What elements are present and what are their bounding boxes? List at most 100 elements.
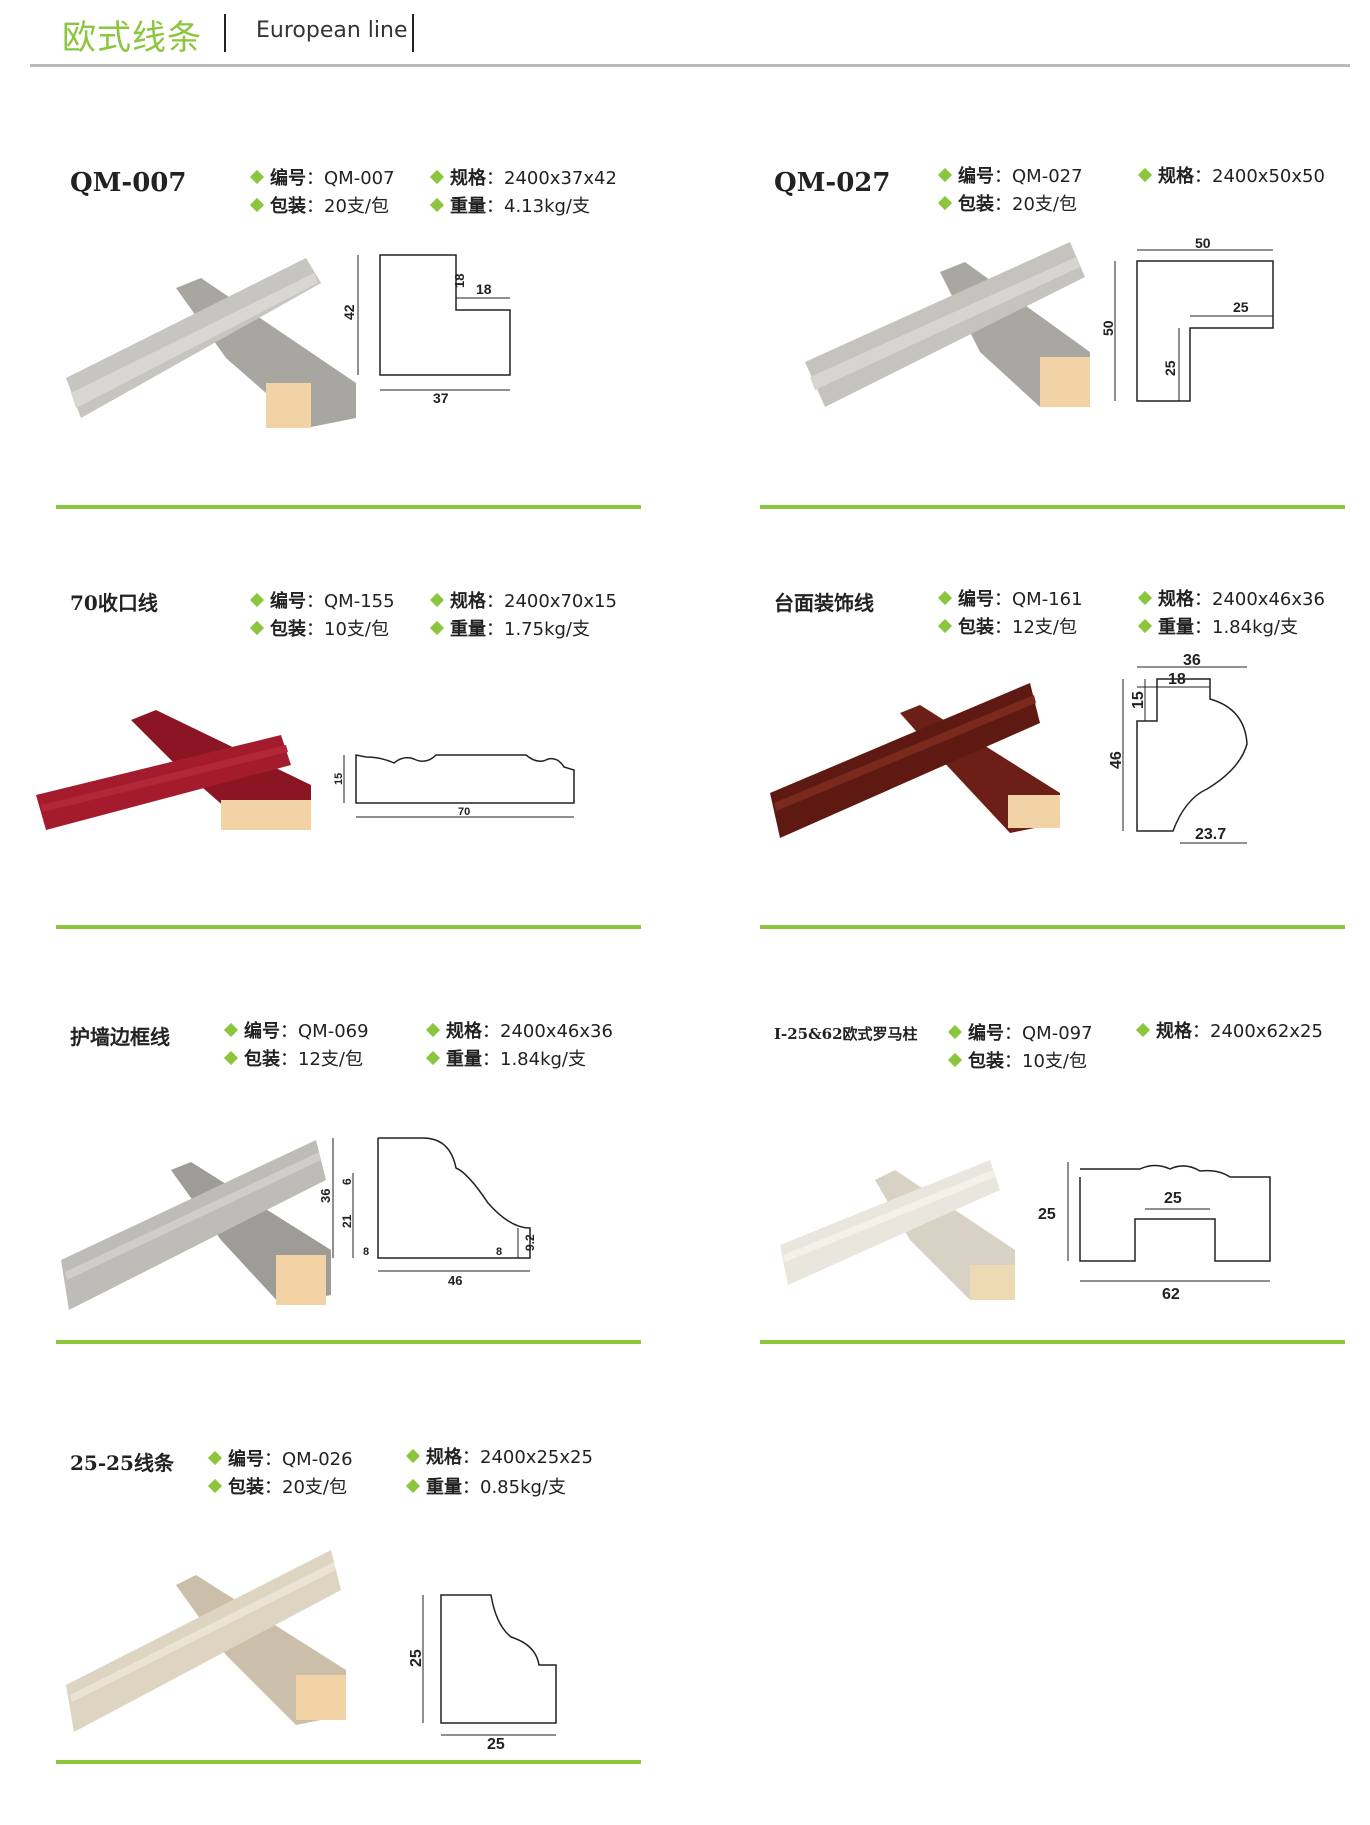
product-photo — [36, 710, 311, 830]
spec-value: 1.84kg/支 — [1212, 617, 1298, 638]
spec-value: 2400x50x50 — [1212, 166, 1325, 187]
spec-value: 10支/包 — [324, 619, 389, 640]
dimension-label: 25 — [487, 1736, 505, 1753]
product-card: QM-027 编号：QM-027 包装：20支/包 规格：2400x50x50 … — [760, 150, 1345, 550]
diamond-bullet-icon — [249, 169, 265, 185]
dimension-label: 70 — [458, 806, 470, 818]
diamond-bullet-icon — [937, 195, 953, 211]
dimension-label: 46 — [1108, 751, 1125, 769]
green-divider — [760, 1340, 1345, 1344]
spec-code: 编号：QM-026 — [207, 1445, 353, 1471]
dimension-label: 25 — [1164, 1190, 1182, 1207]
diamond-bullet-icon — [249, 620, 265, 636]
dimension-label: 9.2 — [523, 1234, 537, 1251]
spec-value: 20支/包 — [1012, 194, 1077, 215]
diamond-bullet-icon — [937, 167, 953, 183]
green-divider — [760, 505, 1345, 509]
dimension-label: 25 — [1233, 299, 1249, 315]
page-header: 欧式线条 European line — [0, 0, 1370, 75]
dimension-label: 8 — [363, 1246, 369, 1258]
diamond-bullet-icon — [249, 592, 265, 608]
diamond-bullet-icon — [937, 618, 953, 634]
green-divider — [760, 925, 1345, 929]
spec-pack: 包装：20支/包 — [937, 190, 1077, 216]
dimension-label: 23.7 — [1195, 826, 1226, 843]
product-photo — [61, 1140, 331, 1310]
spec-weight: 重量：1.84kg/支 — [425, 1045, 586, 1071]
spec-value: 2400x62x25 — [1210, 1021, 1323, 1042]
dimension-label: 21 — [340, 1214, 354, 1228]
spec-pack: 包装：10支/包 — [947, 1047, 1087, 1073]
spec-value: QM-007 — [324, 168, 395, 189]
dimension-label: 18 — [1168, 671, 1186, 688]
spec-value: 12支/包 — [298, 1049, 363, 1070]
spec-weight: 重量：1.75kg/支 — [429, 615, 590, 641]
spec-size: 规格：2400x50x50 — [1137, 162, 1325, 188]
profile-drawing: 25 25 — [408, 1594, 557, 1753]
spec-value: QM-161 — [1012, 589, 1083, 610]
diamond-bullet-icon — [249, 197, 265, 213]
diamond-bullet-icon — [1135, 1022, 1151, 1038]
diamond-bullet-icon — [947, 1052, 963, 1068]
dimension-label: 25 — [1162, 360, 1178, 376]
dimension-label: 50 — [1100, 320, 1116, 336]
dimension-label: 62 — [1162, 1286, 1180, 1303]
diamond-bullet-icon — [207, 1450, 223, 1466]
diamond-bullet-icon — [405, 1478, 421, 1494]
profile-drawing: 36 18 15 46 23.7 — [1108, 652, 1248, 844]
spec-code: 编号：QM-161 — [937, 585, 1083, 611]
header-separator — [412, 14, 414, 52]
dimension-label: 6 — [340, 1178, 354, 1185]
product-photo — [780, 1160, 1015, 1300]
product-title: 70收口线 — [70, 591, 158, 615]
product-card: I-25&62欧式罗马柱 编号：QM-097 包装：10支/包 规格：2400x… — [760, 995, 1345, 1395]
diamond-bullet-icon — [947, 1024, 963, 1040]
spec-value: 1.84kg/支 — [500, 1049, 586, 1070]
spec-pack: 包装：12支/包 — [223, 1045, 363, 1071]
spec-code: 编号：QM-027 — [937, 162, 1083, 188]
diamond-bullet-icon — [207, 1478, 223, 1494]
spec-size: 规格：2400x62x25 — [1135, 1017, 1323, 1043]
spec-value: 2400x46x36 — [500, 1021, 613, 1042]
diamond-bullet-icon — [425, 1022, 441, 1038]
spec-size: 规格：2400x46x36 — [1137, 585, 1325, 611]
spec-value: 1.75kg/支 — [504, 619, 590, 640]
product-photo — [66, 258, 356, 428]
product-photo — [66, 1550, 346, 1732]
spec-weight: 重量：0.85kg/支 — [405, 1473, 566, 1499]
product-card: 25-25线条 编号：QM-026 包装：20支/包 规格：2400x25x25… — [56, 1425, 641, 1825]
diamond-bullet-icon — [429, 169, 445, 185]
dimension-label: 37 — [433, 390, 449, 406]
spec-value: QM-069 — [298, 1021, 369, 1042]
green-divider — [56, 1760, 641, 1764]
profile-drawing: 25 25 62 — [1038, 1162, 1271, 1303]
spec-value: 20支/包 — [282, 1477, 347, 1498]
dimension-label: 18 — [452, 274, 467, 288]
product-card: 台面装饰线 编号：QM-161 包装：12支/包 规格：2400x46x36 重… — [760, 565, 1345, 965]
diamond-bullet-icon — [223, 1022, 239, 1038]
spec-value: 0.85kg/支 — [480, 1477, 566, 1498]
spec-value: 2400x37x42 — [504, 168, 617, 189]
spec-value: QM-155 — [324, 591, 395, 612]
spec-value: QM-097 — [1022, 1023, 1093, 1044]
diamond-bullet-icon — [1137, 590, 1153, 606]
diamond-bullet-icon — [429, 197, 445, 213]
diamond-bullet-icon — [405, 1448, 421, 1464]
spec-size: 规格：2400x25x25 — [405, 1443, 593, 1469]
spec-size: 规格：2400x70x15 — [429, 587, 617, 613]
spec-weight: 重量：4.13kg/支 — [429, 192, 590, 218]
dimension-label: 46 — [448, 1273, 462, 1288]
green-divider — [56, 1340, 641, 1344]
dimension-label: 25 — [1038, 1206, 1056, 1223]
product-photo — [805, 242, 1090, 407]
spec-value: 4.13kg/支 — [504, 196, 590, 217]
diamond-bullet-icon — [1137, 167, 1153, 183]
dimension-label: 36 — [318, 1189, 333, 1203]
spec-code: 编号：QM-155 — [249, 587, 395, 613]
profile-drawing: 42 18 18 37 — [341, 254, 511, 406]
product-card: 护墙边框线 编号：QM-069 包装：12支/包 规格：2400x46x36 重… — [56, 995, 641, 1395]
profile-drawing: 50 50 25 25 — [1100, 235, 1274, 402]
product-card: QM-007 编号：QM-007 包装：20支/包 规格：2400x37x42 … — [56, 150, 641, 550]
header-separator — [224, 14, 226, 52]
spec-value: QM-026 — [282, 1449, 353, 1470]
